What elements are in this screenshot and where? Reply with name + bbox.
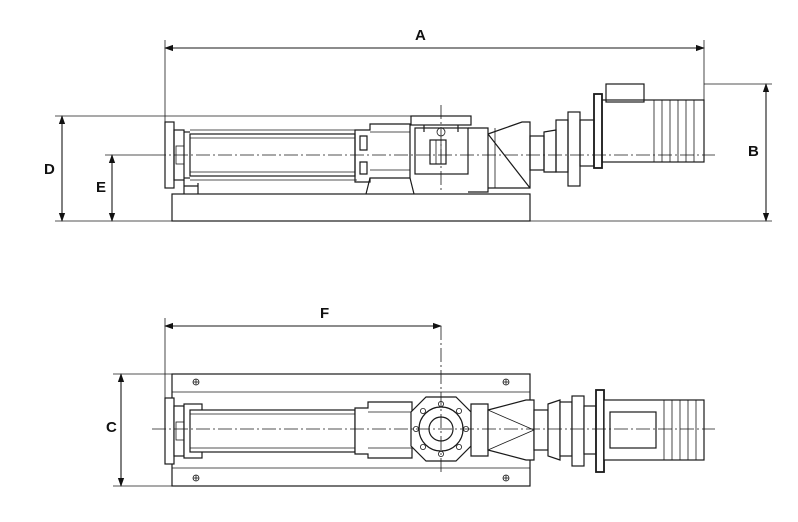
dimension-b-label: B — [748, 143, 759, 160]
side-bearing-bracket — [468, 127, 489, 193]
top-stator-tube — [189, 409, 356, 453]
top-dimensions: F C — [106, 305, 442, 487]
side-suction-housing — [354, 123, 411, 183]
side-dimensions: A B D E — [44, 27, 772, 222]
side-gearbox-flange — [555, 119, 569, 173]
dimension-c-label: C — [106, 419, 117, 436]
dimension-f-label: F — [320, 305, 329, 322]
dimension-e-label: E — [96, 179, 106, 196]
top-view — [152, 326, 715, 487]
dimension-a-label: A — [415, 27, 426, 44]
top-suction-flange — [164, 397, 175, 465]
side-motor — [601, 99, 705, 163]
side-base-frame — [171, 193, 531, 222]
anchor-holes — [192, 378, 510, 482]
side-view — [152, 83, 715, 222]
dimension-d-label: D — [44, 161, 55, 178]
